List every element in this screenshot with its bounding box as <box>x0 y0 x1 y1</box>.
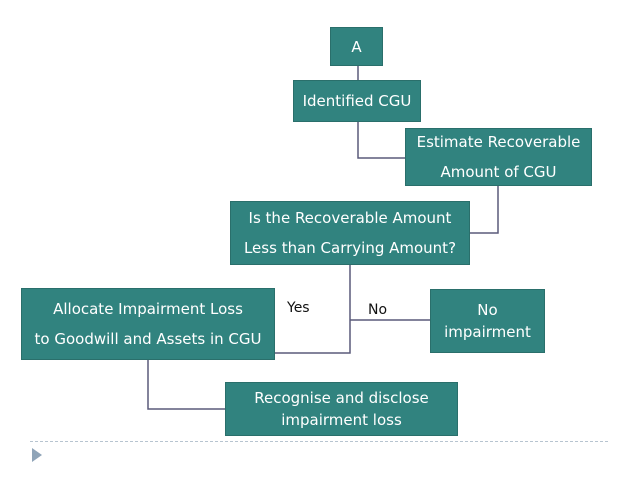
connector-question-allocate <box>275 265 351 354</box>
allocate-impairment-label: Allocate Impairment Loss to Goodwill and… <box>34 300 262 348</box>
yes-label: Yes <box>287 300 310 316</box>
connector-identified-estimate <box>357 122 405 159</box>
recognise-disclose-label: Recognise and disclose impairment loss <box>254 389 429 429</box>
estimate-recoverable-label: Estimate Recoverable Amount of CGU <box>416 133 581 181</box>
start-node: A <box>330 27 383 66</box>
no-impairment-label: No impairment <box>444 301 531 341</box>
identified-cgu-label: Identified CGU <box>302 92 412 110</box>
no-impairment-node: No impairment <box>430 289 545 353</box>
connector-allocate-recognise <box>147 360 225 410</box>
triangle-bullet-icon <box>32 448 42 462</box>
estimate-recoverable-node: Estimate Recoverable Amount of CGU <box>405 128 592 186</box>
no-label: No <box>368 302 388 318</box>
identified-cgu-node: Identified CGU <box>293 80 421 122</box>
footer-divider <box>30 441 608 442</box>
connector-estimate-question <box>470 186 499 234</box>
allocate-impairment-node: Allocate Impairment Loss to Goodwill and… <box>21 288 275 360</box>
decision-node: Is the Recoverable Amount Less than Carr… <box>230 201 470 265</box>
recognise-disclose-node: Recognise and disclose impairment loss <box>225 382 458 436</box>
decision-label: Is the Recoverable Amount Less than Carr… <box>243 209 457 257</box>
start-node-label: A <box>351 37 362 56</box>
